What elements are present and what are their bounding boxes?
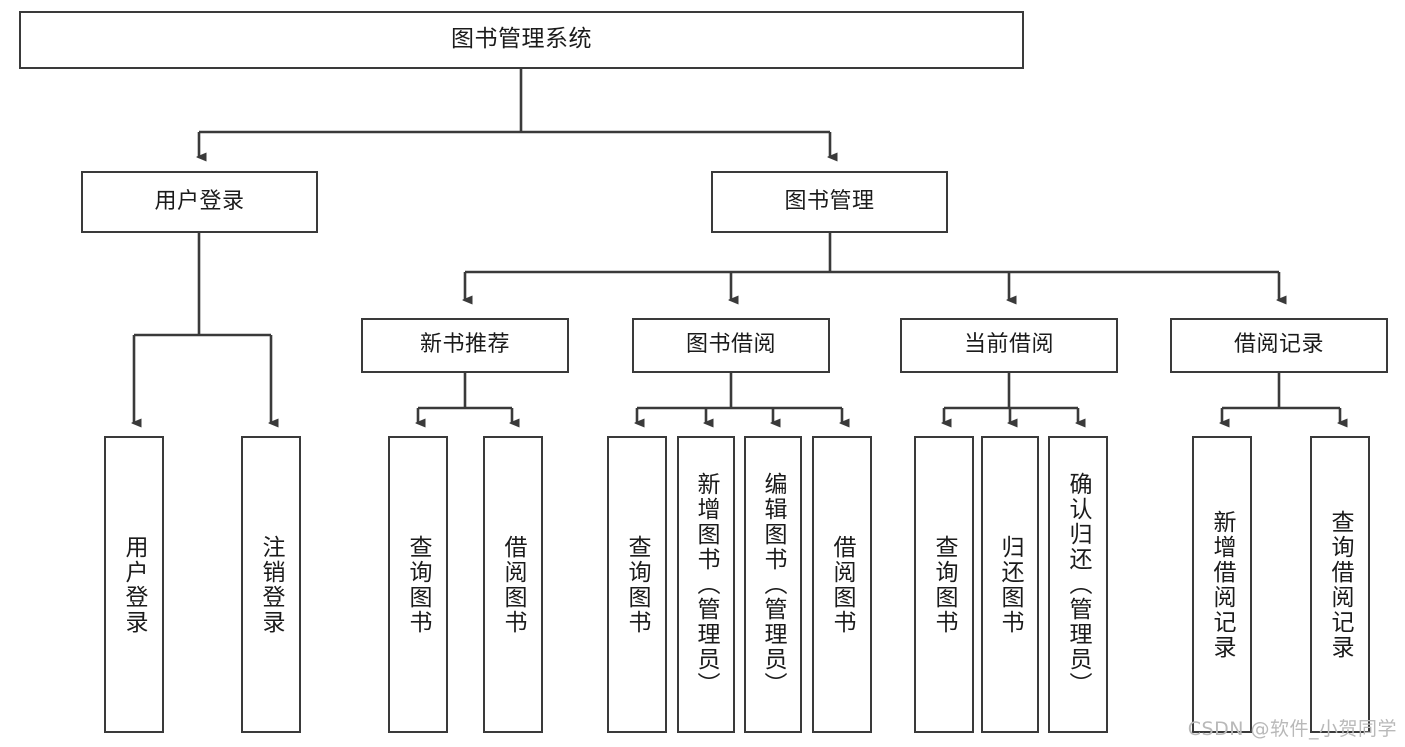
node-label: 用户登录 bbox=[154, 188, 245, 214]
node-label: 当前借阅 bbox=[963, 332, 1054, 358]
node-label: 新增借阅记录 bbox=[1209, 509, 1236, 660]
node-label: 借阅图书 bbox=[500, 534, 527, 635]
node-label: 编辑图书（管理员） bbox=[760, 472, 787, 697]
node-label: 查询图书 bbox=[405, 534, 432, 635]
node-label: 用户登录 bbox=[121, 534, 148, 635]
node-label: 归还图书 bbox=[997, 534, 1024, 635]
node-leaf-user-login[interactable]: 用户登录 bbox=[104, 436, 164, 733]
node-label: 新增图书（管理员） bbox=[693, 472, 720, 697]
node-label: 查询借阅记录 bbox=[1327, 509, 1354, 660]
node-leaf-add-record[interactable]: 新增借阅记录 bbox=[1192, 436, 1252, 733]
node-book-borrow[interactable]: 图书借阅 bbox=[632, 318, 830, 373]
node-user-login[interactable]: 用户登录 bbox=[81, 171, 318, 233]
node-leaf-return-book[interactable]: 归还图书 bbox=[981, 436, 1039, 733]
node-leaf-add-book[interactable]: 新增图书（管理员） bbox=[677, 436, 735, 733]
node-label: 查询图书 bbox=[931, 534, 958, 635]
node-label: 借阅记录 bbox=[1233, 332, 1324, 358]
node-book-management[interactable]: 图书管理 bbox=[711, 171, 948, 233]
node-label: 确认归还（管理员） bbox=[1065, 472, 1092, 697]
node-current-borrow[interactable]: 当前借阅 bbox=[900, 318, 1118, 373]
node-new-book-recommend[interactable]: 新书推荐 bbox=[361, 318, 569, 373]
node-leaf-query-book-3[interactable]: 查询图书 bbox=[914, 436, 974, 733]
node-label: 图书借阅 bbox=[685, 332, 776, 358]
node-leaf-borrow-book-1[interactable]: 借阅图书 bbox=[483, 436, 543, 733]
node-leaf-edit-book[interactable]: 编辑图书（管理员） bbox=[744, 436, 802, 733]
node-leaf-confirm-return[interactable]: 确认归还（管理员） bbox=[1048, 436, 1108, 733]
node-book-management-system[interactable]: 图书管理系统 bbox=[19, 11, 1024, 69]
node-label: 注销登录 bbox=[258, 534, 285, 635]
node-leaf-query-record[interactable]: 查询借阅记录 bbox=[1310, 436, 1370, 733]
node-label: 图书管理系统 bbox=[451, 26, 592, 53]
node-leaf-logout-login[interactable]: 注销登录 bbox=[241, 436, 301, 733]
node-leaf-query-book-1[interactable]: 查询图书 bbox=[388, 436, 448, 733]
node-leaf-borrow-book-2[interactable]: 借阅图书 bbox=[812, 436, 872, 733]
node-label: 借阅图书 bbox=[829, 534, 856, 635]
node-label: 新书推荐 bbox=[419, 332, 510, 358]
watermark-text: CSDN @软件_小贺同学 bbox=[1187, 718, 1397, 740]
node-label: 图书管理 bbox=[784, 188, 875, 214]
node-borrow-record[interactable]: 借阅记录 bbox=[1170, 318, 1388, 373]
node-label: 查询图书 bbox=[624, 534, 651, 635]
node-leaf-query-book-2[interactable]: 查询图书 bbox=[607, 436, 667, 733]
